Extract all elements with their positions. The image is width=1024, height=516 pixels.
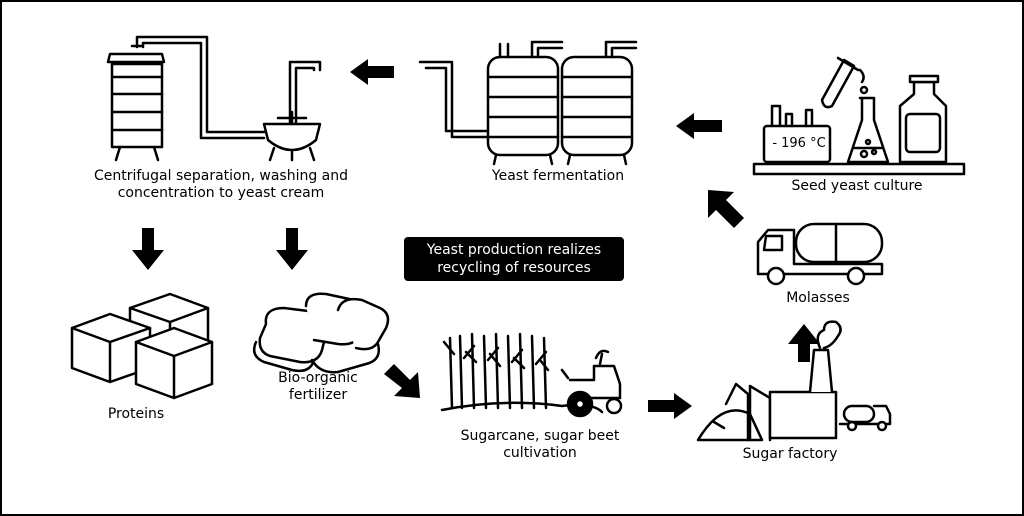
arrow-up-factory-to-molasses bbox=[788, 324, 820, 362]
separator-bowl-icon bbox=[262, 110, 322, 162]
protein-boxes-icon bbox=[70, 292, 214, 400]
fertilizer-label-line2: fertilizer bbox=[288, 387, 348, 403]
fermentation-tanks-icon bbox=[418, 40, 638, 166]
cultivation-label: Sugarcane, sugar beet cultivation bbox=[454, 428, 626, 462]
arrow-down-centrifuge-to-fertilizer bbox=[276, 228, 308, 270]
tractor-icon bbox=[560, 349, 623, 418]
seed-yeast-culture-label: Seed yeast culture bbox=[791, 178, 923, 194]
arrow-right-cultivation-to-factory bbox=[648, 393, 692, 419]
cultivation-label-line2: cultivation bbox=[503, 445, 577, 461]
yeast-fermentation-label: Yeast fermentation bbox=[491, 168, 625, 184]
arrow-left-fermentation-to-centrifuge bbox=[350, 59, 394, 85]
arrow-diagonal-fertilizer-to-cultivation bbox=[384, 364, 420, 398]
seed-culture-lab-icon bbox=[752, 56, 966, 176]
centrifugal-separation-label-line1: Centrifugal separation, washing and bbox=[93, 168, 349, 184]
recycling-banner: Yeast production realizes recycling of r… bbox=[404, 237, 624, 281]
molasses-label: Molasses bbox=[786, 290, 850, 306]
arrow-down-centrifuge-to-proteins bbox=[132, 228, 164, 270]
centrifuge-tower-icon bbox=[106, 35, 322, 162]
fertilizer-label-line1: Bio-organic bbox=[278, 370, 358, 386]
arrow-diagonal-molasses-to-seed bbox=[708, 190, 744, 228]
tanker-truck-icon bbox=[756, 222, 884, 286]
arrow-left-seed-to-fermentation bbox=[676, 113, 722, 139]
recycling-banner-line1: Yeast production realizes bbox=[426, 242, 602, 258]
sugar-factory-icon bbox=[696, 320, 892, 442]
centrifugal-separation-label: Centrifugal separation, washing and conc… bbox=[90, 168, 352, 202]
centrifugal-separation-label-line2: concentration to yeast cream bbox=[117, 185, 325, 201]
seed-culture-temperature: - 196 °C bbox=[772, 136, 826, 151]
recycling-banner-line2: recycling of resources bbox=[437, 260, 591, 276]
bio-organic-fertilizer-label: Bio-organic fertilizer bbox=[268, 370, 368, 404]
cultivation-label-line1: Sugarcane, sugar beet bbox=[460, 428, 620, 444]
sugar-factory-label: Sugar factory bbox=[742, 446, 838, 462]
proteins-label: Proteins bbox=[107, 406, 165, 422]
fertilizer-sacks-icon bbox=[253, 292, 390, 374]
